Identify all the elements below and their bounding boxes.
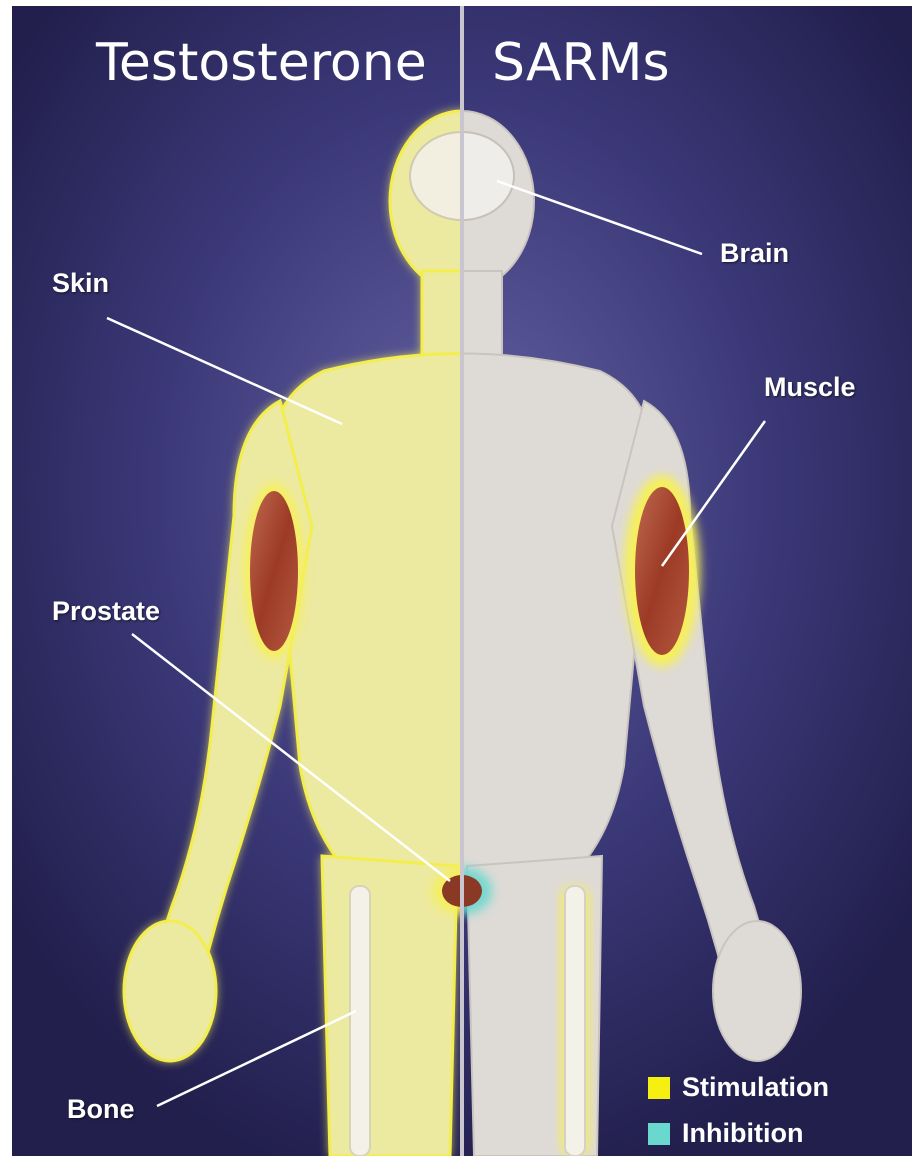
testosterone-title: Testosterone xyxy=(96,28,427,98)
muscle-label: Muscle xyxy=(764,372,856,403)
center-divider xyxy=(460,6,464,1156)
illustration: Testosterone SARMs Brain Skin Muscle Pro… xyxy=(12,6,912,1156)
body-illustration xyxy=(12,6,912,1156)
skin-label: Skin xyxy=(52,268,109,299)
bone-region xyxy=(350,886,370,1156)
prostate-label: Prostate xyxy=(52,596,160,627)
stimulation-swatch xyxy=(648,1077,670,1099)
bone-label: Bone xyxy=(67,1094,135,1125)
brain-label: Brain xyxy=(720,238,789,269)
legend-inhibition: Inhibition xyxy=(648,1118,803,1149)
sarms-title: SARMs xyxy=(492,28,670,98)
inhibition-swatch xyxy=(648,1123,670,1145)
legend-stimulation: Stimulation xyxy=(648,1072,829,1103)
inhibition-label: Inhibition xyxy=(682,1118,803,1149)
muscle-region-right xyxy=(635,487,689,655)
stimulation-label: Stimulation xyxy=(682,1072,829,1103)
muscle-region-left xyxy=(250,491,298,651)
